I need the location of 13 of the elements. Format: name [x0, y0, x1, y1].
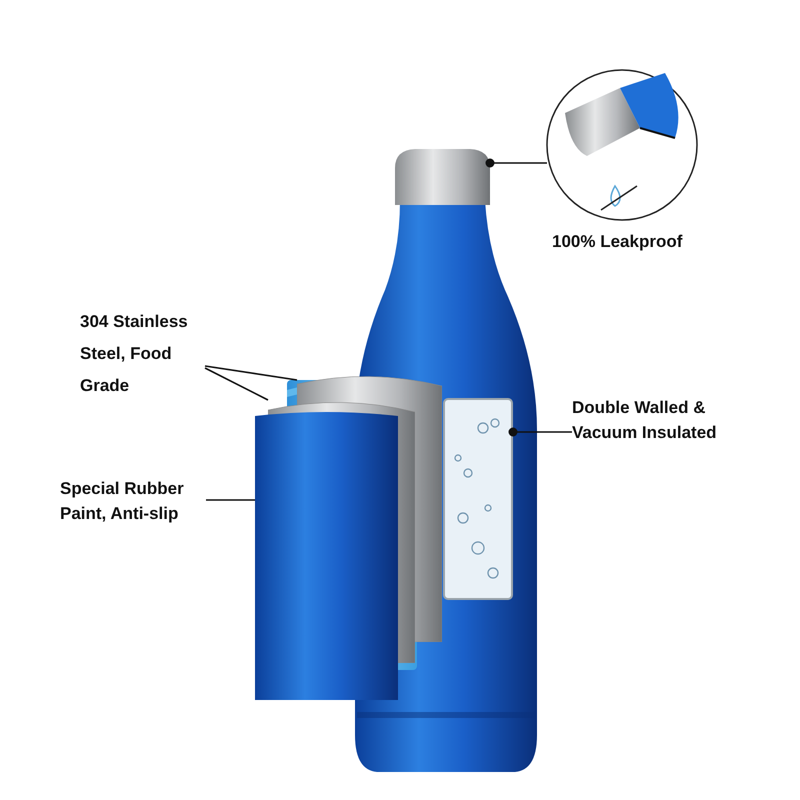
label-text: Double Walled & Vacuum Insulated [572, 397, 718, 444]
zoom-circle-drawing [545, 68, 699, 222]
paint-layer-drawing [255, 412, 398, 700]
leader-line [486, 158, 547, 168]
bottle-cap-drawing [395, 148, 490, 205]
leader-line [204, 365, 298, 381]
water-window-drawing [443, 398, 513, 600]
caption-text: 100% Leakproof [552, 232, 682, 252]
leader-line [204, 367, 268, 401]
leader-line [508, 428, 572, 436]
label-text: 304 Stainless Steel, Food Grade [80, 311, 189, 397]
leader-line [206, 499, 255, 501]
label-text: Special Rubber Paint, Anti-slip [60, 478, 185, 525]
